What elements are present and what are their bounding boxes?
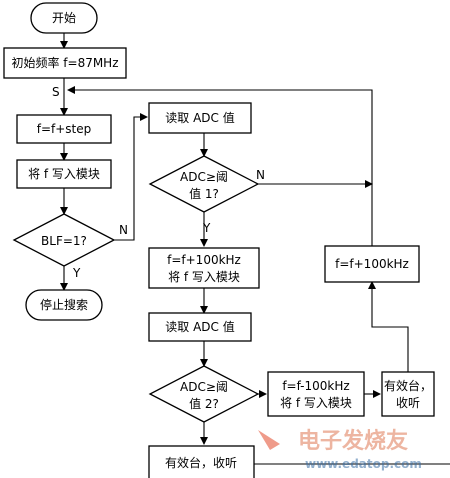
stop-label: 停止搜索	[40, 297, 88, 312]
start-terminator	[30, 2, 98, 34]
adc-threshold-2-line2: 值 2?	[189, 396, 219, 411]
init-label: 初始频率 f=87MHz	[11, 55, 118, 70]
read-adc-box-1	[148, 102, 252, 134]
start-label: 开始	[52, 11, 76, 25]
write-module-box	[16, 159, 112, 189]
watermark: 电子发烧友 www.edatop.com	[258, 428, 422, 471]
step-box	[16, 114, 112, 144]
watermark-title: 电子发烧友	[298, 428, 408, 454]
s-label: S	[52, 85, 60, 99]
blf-yes-label: Y	[72, 266, 81, 280]
blf-label: BLF=1?	[41, 234, 87, 248]
watermark-url: www.edatop.com	[305, 457, 422, 471]
adc-threshold-decision-2	[148, 365, 260, 423]
blf-decision	[12, 213, 116, 267]
minus100-write-box	[267, 371, 365, 417]
plus100-right-box	[324, 245, 420, 283]
station-right-line2: 收听	[396, 396, 420, 410]
station-right-line1: 有效台，	[384, 378, 432, 393]
station-box-bottom	[148, 445, 255, 478]
blf-no-label: N	[119, 223, 128, 237]
adc-threshold-1-line1: ADC≥阈	[180, 169, 228, 184]
minus100-line1: f=f-100kHz	[282, 379, 349, 393]
plus100-line2: 将 f 写入模块	[168, 270, 240, 284]
plus100-write-box	[148, 247, 260, 289]
adc-threshold-decision-1	[148, 155, 260, 213]
plus100-line1: f=f+100kHz	[167, 253, 241, 267]
adc-threshold-1-line2: 值 1?	[189, 186, 219, 201]
adc1-no-label: N	[256, 168, 265, 182]
write-module-label: 将 f 写入模块	[28, 167, 100, 181]
station-box-right	[381, 371, 435, 417]
watermark-logo-icon	[258, 430, 280, 450]
stop-terminator	[25, 289, 103, 321]
adc-threshold-2-line1: ADC≥阈	[180, 379, 228, 394]
arrow-blf-no-to-read-adc	[114, 113, 148, 241]
read-adc-box-2	[148, 312, 252, 342]
step-label: f=f+step	[37, 122, 92, 136]
adc1-yes-label: Y	[202, 221, 211, 235]
arrow-loop-to-s	[67, 86, 373, 246]
plus100-right-label: f=f+100kHz	[335, 257, 409, 271]
arrow-station-to-plus100	[368, 281, 409, 372]
read-adc-label-1: 读取 ADC 值	[165, 110, 234, 125]
minus100-line2: 将 f 写入模块	[280, 396, 352, 410]
station-bottom-label: 有效台，收听	[165, 455, 237, 470]
init-box	[3, 47, 127, 79]
read-adc-label-2: 读取 ADC 值	[165, 319, 234, 334]
